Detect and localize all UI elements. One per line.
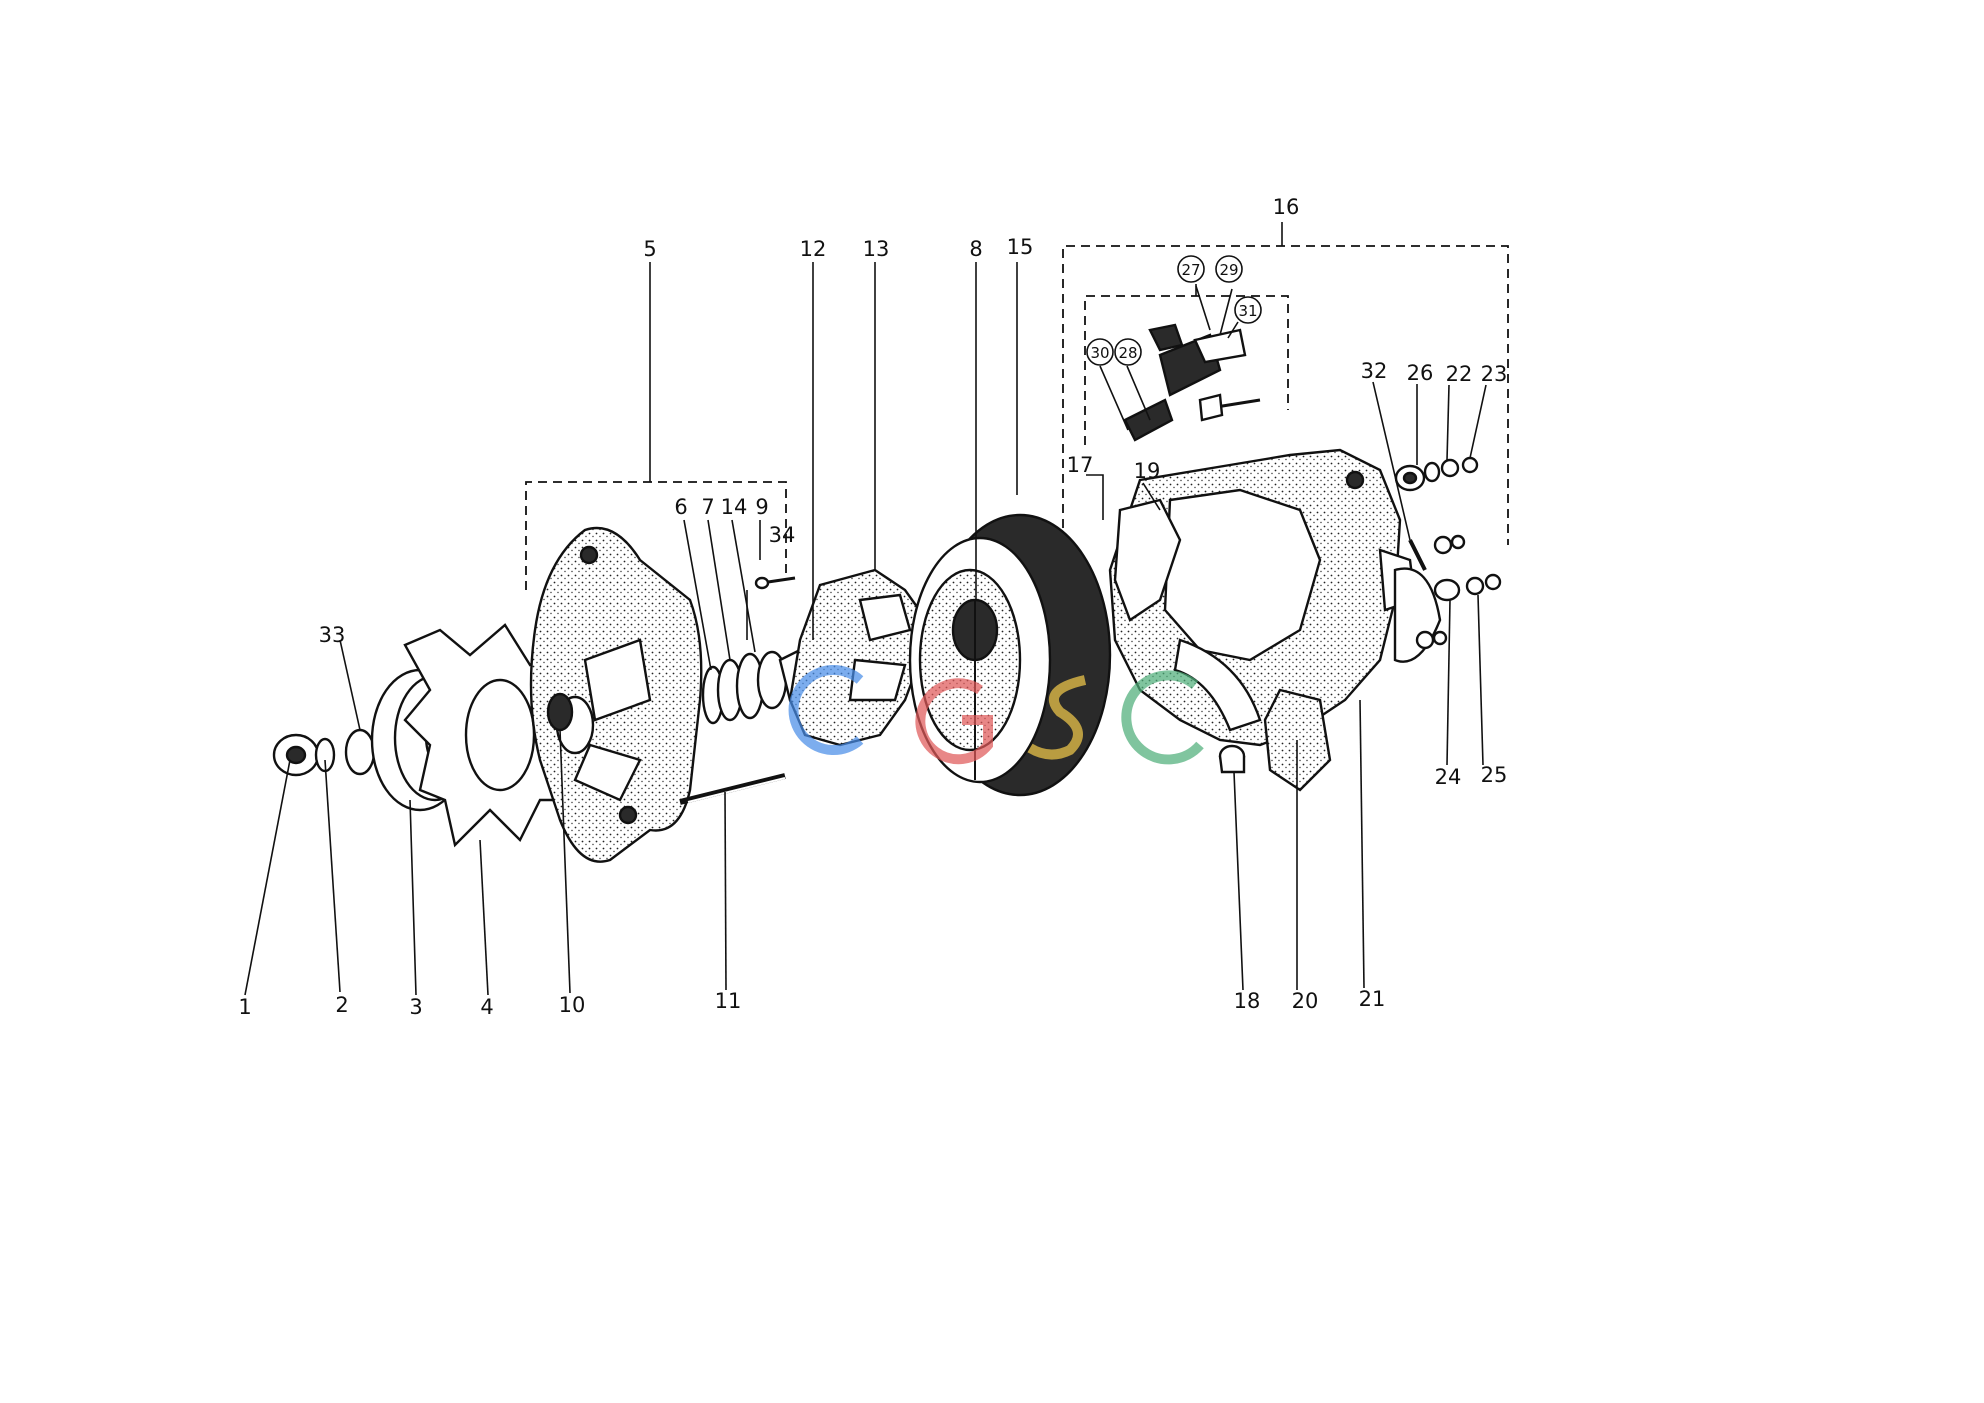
shaft-collar-part <box>546 692 574 732</box>
slip-ring-end-housing-part <box>1108 448 1442 747</box>
part-label-13: 13 <box>863 237 890 261</box>
circled-label-30: 30 <box>1086 338 1114 366</box>
part-label-20: 20 <box>1292 989 1319 1013</box>
small-screw-part <box>1408 539 1427 571</box>
through-bolt-part <box>679 773 786 805</box>
drive-end-housing-part <box>529 526 703 863</box>
svg-text:27: 27 <box>1181 261 1200 279</box>
nut-part <box>272 733 320 777</box>
watermark-logo <box>788 665 1204 765</box>
capacitor-part <box>1218 744 1246 774</box>
part-label-7: 7 <box>701 495 714 519</box>
svg-text:30: 30 <box>1090 344 1109 362</box>
part-label-2: 2 <box>335 993 348 1017</box>
part-label-8: 8 <box>969 237 982 261</box>
part-label-33: 33 <box>319 623 346 647</box>
part-label-10: 10 <box>559 993 586 1017</box>
part-label-6: 6 <box>674 495 687 519</box>
part-label-3: 3 <box>409 995 422 1019</box>
brush-holder-part <box>1123 323 1261 442</box>
circled-label-28: 28 <box>1114 338 1142 366</box>
screw-part <box>754 576 796 590</box>
part-label-25: 25 <box>1481 763 1508 787</box>
svg-text:28: 28 <box>1118 344 1137 362</box>
bracket-group-5 <box>525 481 787 590</box>
part-label-22: 22 <box>1446 362 1473 386</box>
part-label-1: 1 <box>238 995 251 1019</box>
group-brackets <box>525 222 1509 590</box>
part-label-15: 15 <box>1007 235 1034 259</box>
bracket-group-27 <box>1084 295 1289 445</box>
leader-lines <box>244 262 1487 996</box>
part-label-17: 17 <box>1067 453 1094 477</box>
part-label-12: 12 <box>800 237 827 261</box>
part-drawings <box>272 323 1502 863</box>
part-label-5: 5 <box>643 237 656 261</box>
part-label-9: 9 <box>755 495 768 519</box>
part-labels: 1 2 3 4 5 6 7 8 9 10 11 12 13 14 15 16 1… <box>238 195 1507 1019</box>
part-label-18: 18 <box>1234 989 1261 1013</box>
svg-text:31: 31 <box>1238 302 1257 320</box>
terminal-stud-part <box>1415 534 1502 650</box>
bracket-group-16 <box>1062 245 1509 545</box>
part-label-24: 24 <box>1435 765 1462 789</box>
rectifier-plate-part <box>1113 498 1182 622</box>
svg-text:29: 29 <box>1219 261 1238 279</box>
part-label-23: 23 <box>1481 362 1508 386</box>
part-label-11: 11 <box>715 989 742 1013</box>
part-label-14: 14 <box>721 495 748 519</box>
terminal-hardware-part <box>1394 456 1479 492</box>
part-label-32: 32 <box>1361 359 1388 383</box>
part-label-34: 34 <box>769 523 796 547</box>
circled-label-31: 31 <box>1234 296 1262 324</box>
circled-label-29: 29 <box>1215 255 1243 283</box>
part-label-4: 4 <box>480 995 493 1019</box>
part-label-16: 16 <box>1273 195 1300 219</box>
rotor-part <box>788 568 932 747</box>
circled-label-27: 27 <box>1177 255 1205 283</box>
part-label-26: 26 <box>1407 361 1434 385</box>
part-label-19: 19 <box>1134 459 1161 483</box>
part-label-21: 21 <box>1359 987 1386 1011</box>
